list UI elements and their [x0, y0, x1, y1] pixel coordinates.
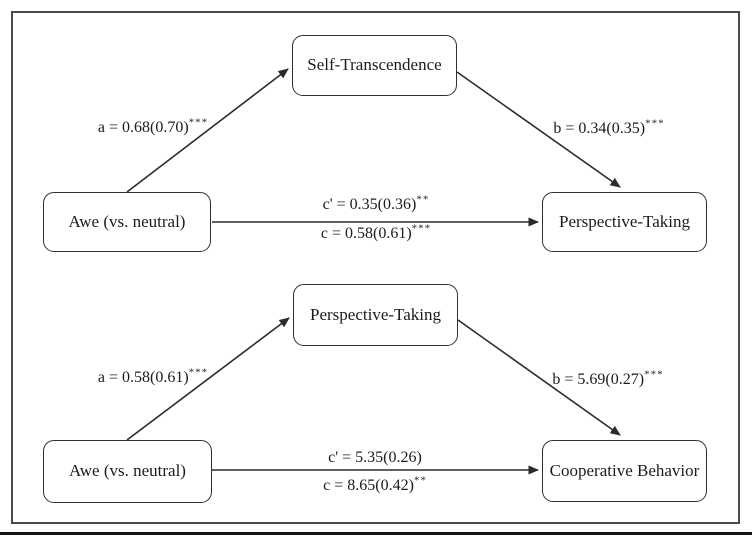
- page-bottom-rule: [0, 532, 752, 535]
- model-1-predictor-label: Awe (vs. neutral): [68, 211, 186, 231]
- model-1-predictor-box: Awe (vs. neutral): [43, 192, 211, 252]
- model-2-outcome-box: Cooperative Behavior: [542, 440, 707, 502]
- model-1-path-b-arrow: [456, 71, 621, 188]
- model-1-path-a-significance: ***: [188, 116, 209, 129]
- model-2-path-a-significance: ***: [188, 366, 209, 379]
- model-2-path-a-arrow: [126, 317, 290, 441]
- model-1-path-c-significance: ***: [411, 222, 432, 235]
- model-2-mediator-label: Perspective-Taking: [310, 304, 441, 324]
- model-2-path-c-value: c = 8.65(0.42): [323, 477, 414, 494]
- model-2-predictor-label: Awe (vs. neutral): [69, 461, 186, 481]
- model-1-path-b-label: b = 0.34(0.35)***: [553, 117, 665, 138]
- model-2-arrows: [126, 317, 621, 475]
- model-1-path-a-arrow: [126, 68, 289, 193]
- model-1-mediator-label: Self-Transcendence: [307, 55, 442, 75]
- model-2-path-b-label: b = 5.69(0.27)***: [552, 368, 664, 389]
- model-2-path-b-significance: ***: [644, 368, 664, 381]
- figure-border: [11, 11, 740, 524]
- model-1-path-a-value: a = 0.68(0.70): [97, 119, 189, 136]
- model-2-path-c-prime-value: c' = 5.35(0.26): [328, 449, 422, 466]
- model-1-path-b-significance: ***: [645, 117, 665, 130]
- model-2-mediator-box: Perspective-Taking: [293, 284, 458, 346]
- model-2-path-a-label: a = 0.58(0.61)***: [97, 366, 209, 387]
- model-2-path-c-label: c = 8.65(0.42)**: [323, 474, 427, 495]
- model-1-outcome-label: Perspective-Taking: [559, 211, 690, 231]
- model-1-path-c-value: c = 0.58(0.61): [320, 225, 412, 242]
- model-1-path-c-label: c = 0.58(0.61)***: [320, 222, 432, 243]
- model-2-outcome-label: Cooperative Behavior: [549, 460, 700, 480]
- model-1-path-b-value: b = 0.34(0.35): [553, 120, 646, 137]
- model-2-path-b-value: b = 5.69(0.27): [552, 371, 645, 388]
- model-2-path-c-significance: **: [413, 474, 427, 487]
- model-2-path-a-value: a = 0.58(0.61): [97, 369, 189, 386]
- model-1-path-a-label: a = 0.68(0.70)***: [97, 116, 209, 137]
- model-1-path-c-prime-value: c' = 0.35(0.36): [322, 196, 417, 213]
- model-2-path-b-arrow: [457, 319, 621, 436]
- model-1-path-c-prime-significance: **: [416, 193, 430, 206]
- model-1-outcome-box: Perspective-Taking: [542, 192, 707, 252]
- model-1-arrows: [126, 68, 621, 227]
- model-2-predictor-box: Awe (vs. neutral): [43, 440, 212, 503]
- model-2-path-c-prime-label: c' = 5.35(0.26): [328, 449, 422, 467]
- model-1-path-c-prime-label: c' = 0.35(0.36)**: [322, 193, 430, 214]
- model-1-mediator-box: Self-Transcendence: [292, 35, 457, 96]
